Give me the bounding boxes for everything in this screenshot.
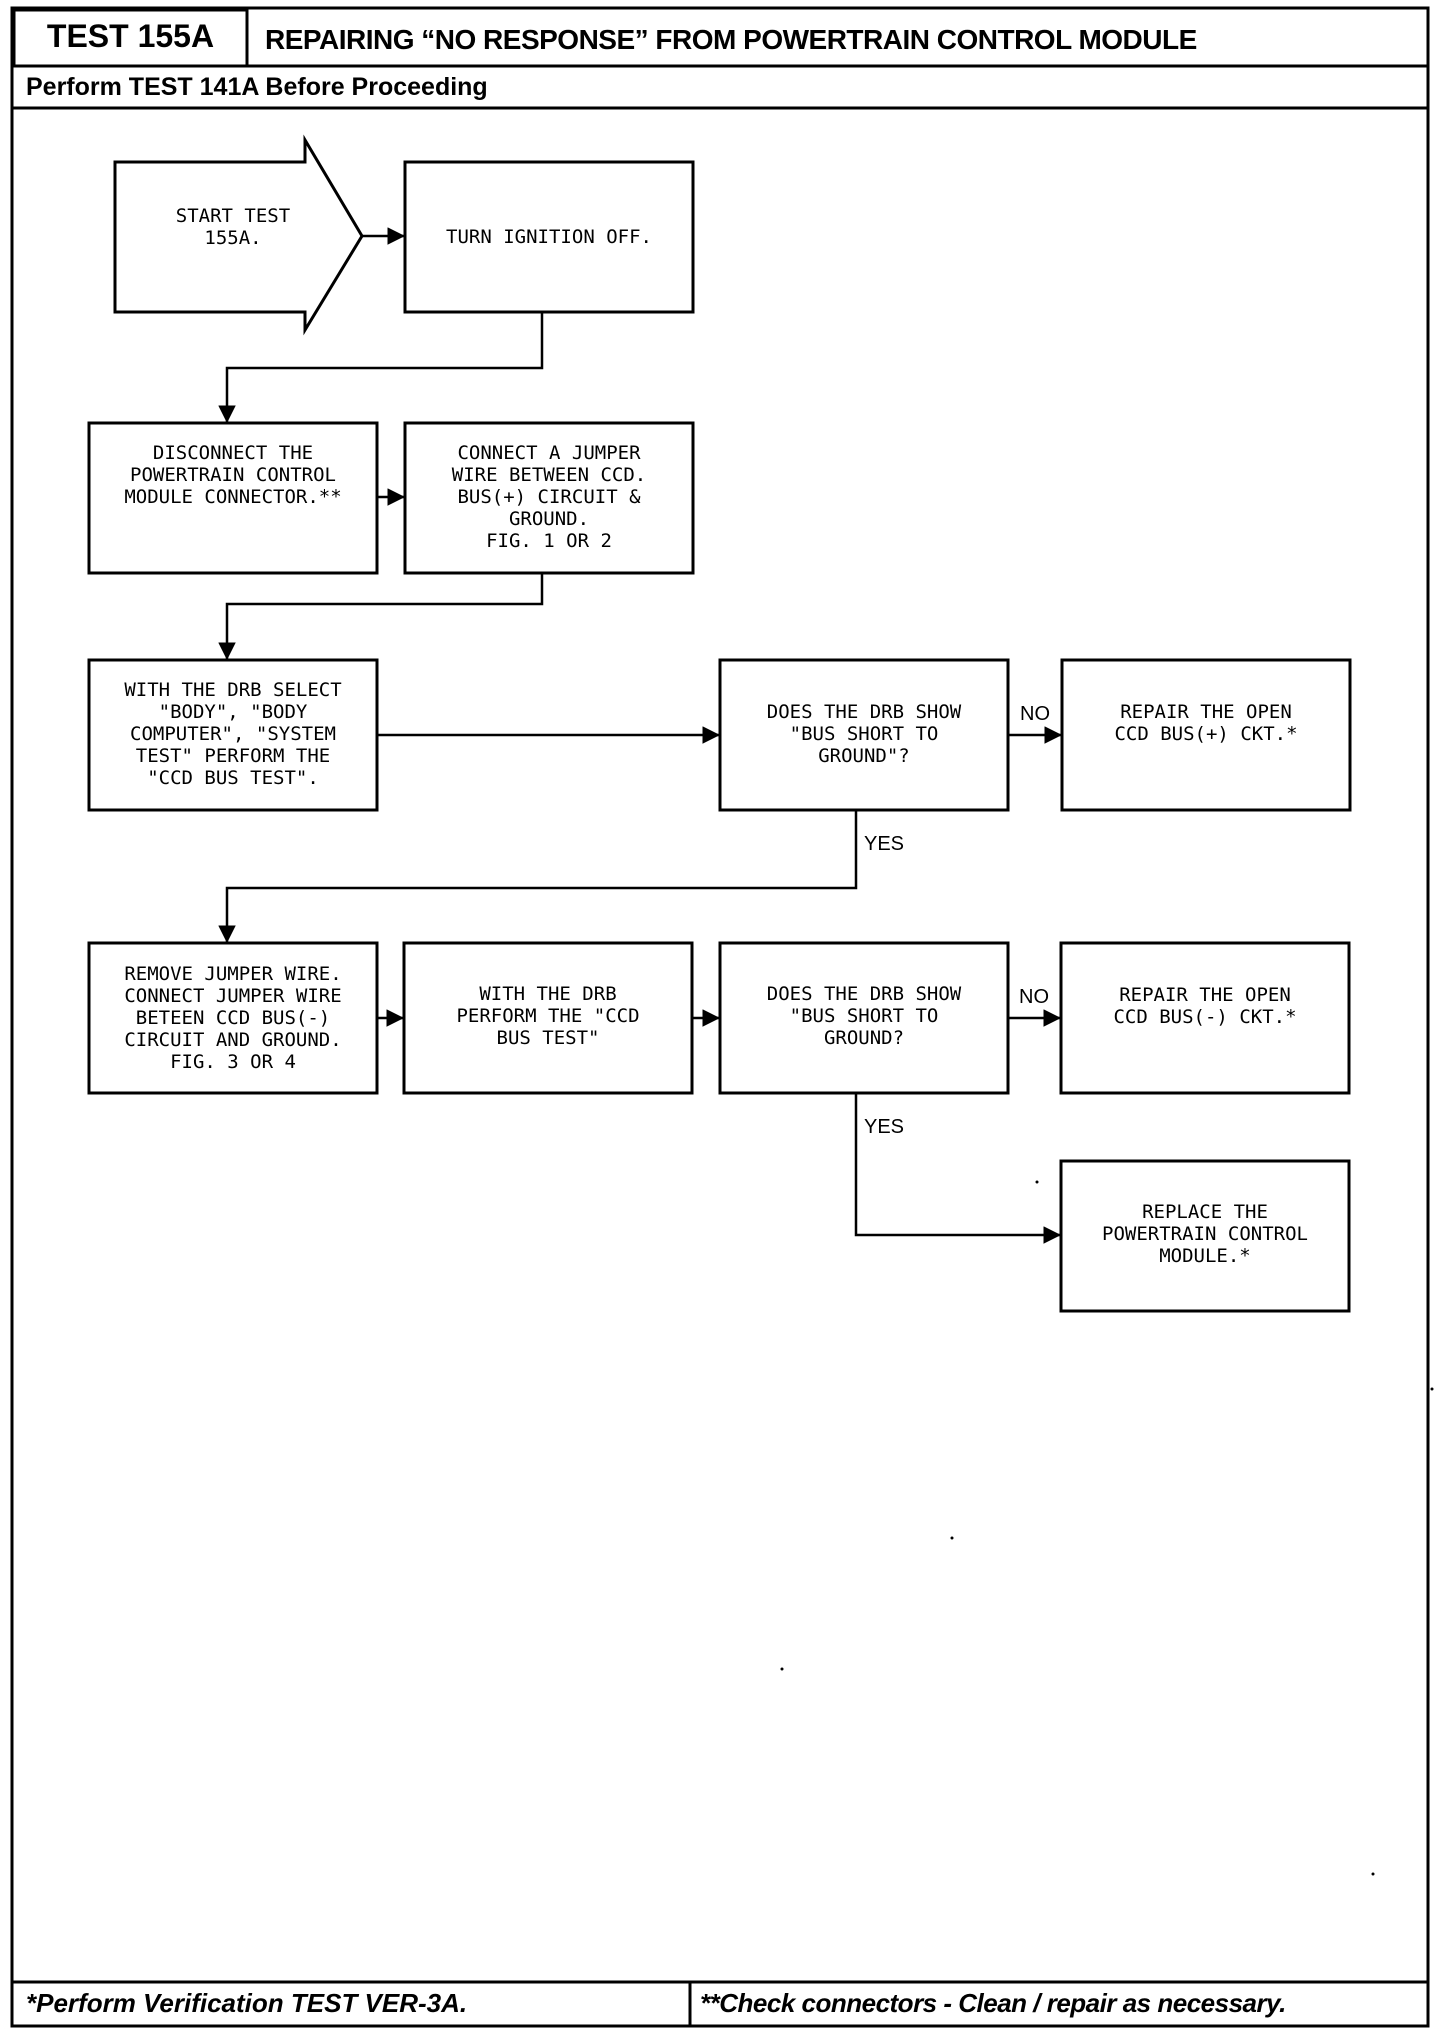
box-text-line: FIG. 1 OR 2 [486,530,612,552]
box-text-line: BETEEN CCD BUS(-) [136,1007,330,1029]
box-text-line: POWERTRAIN CONTROL [130,464,336,486]
box-text-line: CCD BUS(+) CKT.* [1114,723,1297,745]
box-text-line: MODULE CONNECTOR.** [124,486,341,508]
box-text-line: FIG. 3 OR 4 [170,1051,296,1073]
box-text-line: POWERTRAIN CONTROL [1102,1223,1308,1245]
box-text-line: "CCD BUS TEST". [147,767,319,789]
box-text-line: REPAIR THE OPEN [1120,701,1292,723]
box-text-line: PERFORM THE "CCD [456,1005,639,1027]
box-text-line: COMPUTER", "SYSTEM [130,723,336,745]
connector-question-1-yes [218,810,858,943]
question-1-no-label: NO [1020,703,1050,725]
scan-speck [950,1536,954,1540]
box-text-line: TEST" PERFORM THE [136,745,330,767]
footer-verification-note: *Perform Verification TEST VER-3A. [26,1988,468,2018]
box-text-line: GROUND. [509,508,589,530]
start-arrow-shape [113,134,364,336]
box-text-line: MODULE.* [1159,1245,1251,1267]
question-2-yes-label: YES [864,1116,904,1138]
footer-connector-note: **Check connectors - Clean / repair as n… [700,1988,1286,2018]
box-text-line: WITH THE DRB [479,983,616,1005]
box-text-line: CONNECT JUMPER WIRE [124,985,341,1007]
turn-ignition-off-text: TURN IGNITION OFF. [446,226,652,248]
box-text-line: BUS(+) CIRCUIT & [457,486,641,508]
question-2-no-label: NO [1019,986,1049,1008]
scan-speck [1371,1872,1375,1876]
box-text-line: BUS TEST" [497,1027,600,1049]
prerequisite-note: Perform TEST 141A Before Proceeding [26,73,488,101]
connector-question-2-yes [854,1093,1061,1244]
box-text-line: WIRE BETWEEN CCD. [452,464,646,486]
box-text-line: DOES THE DRB SHOW [767,983,962,1005]
box-text-line: START TEST [176,205,290,227]
connector-ignition-to-disconnect [218,312,544,423]
box-text-line: WITH THE DRB SELECT [124,679,341,701]
box-text-line: GROUND"? [818,745,910,767]
box-text-line: "BUS SHORT TO [790,1005,939,1027]
outer-frame [10,6,1430,2028]
test-id: TEST 155A [46,18,215,54]
box-text-line: "BUS SHORT TO [790,723,939,745]
box-text-line: CIRCUIT AND GROUND. [124,1029,341,1051]
scan-speck [1035,1180,1039,1184]
box-text-line: REMOVE JUMPER WIRE. [124,963,341,985]
box-text-line: CONNECT A JUMPER [457,442,641,464]
box-text-line: "BODY", "BODY [159,701,308,723]
scan-speck [1430,1387,1434,1391]
scan-speck [780,1667,784,1671]
box-text-line: REPAIR THE OPEN [1119,984,1291,1006]
box-text-line: GROUND? [824,1027,904,1049]
box-text-line: 155A. [204,227,261,249]
box-text-line: DISCONNECT THE [153,442,313,464]
connector-jumper-to-drb-select [218,573,544,660]
question-1-yes-label: YES [864,833,904,855]
box-text-line: CCD BUS(-) CKT.* [1113,1006,1296,1028]
box-text-line: DOES THE DRB SHOW [767,701,962,723]
box-text-line: TURN IGNITION OFF. [446,226,652,248]
box-text-line: REPLACE THE [1142,1201,1268,1223]
page-title: REPAIRING “NO RESPONSE” FROM POWERTRAIN … [265,24,1197,55]
